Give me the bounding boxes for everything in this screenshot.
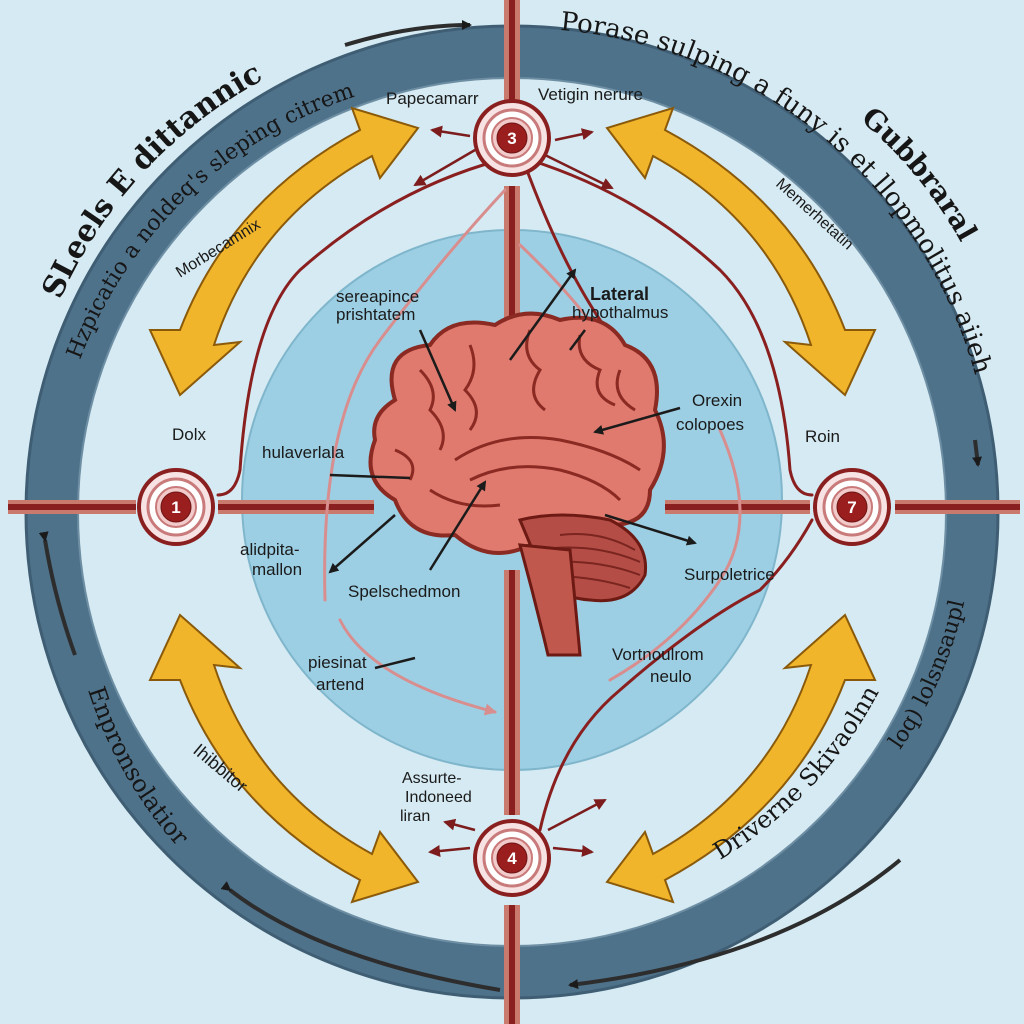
label-piesinat-2: artend (316, 675, 364, 694)
label-hulaverlala: hulaverlala (262, 443, 345, 462)
arrow-icon (605, 106, 877, 397)
node-number: 3 (507, 129, 516, 148)
arrow-icon (148, 613, 420, 904)
label-lateral-1: Lateral (590, 284, 649, 304)
label-orexin-2: colopoes (676, 415, 744, 434)
node-left: 1 (137, 468, 215, 546)
ring-arrow-bottom-right (568, 858, 902, 990)
node-top: 3 (473, 99, 551, 177)
node-arrows (413, 125, 614, 857)
ring-arrow-bottom-left (220, 881, 501, 992)
ring-arrow-left (38, 531, 77, 656)
label-vortnoulrom-2: neulo (650, 667, 692, 686)
label-lateral-2: hypothalmus (572, 303, 668, 322)
ring-arrow-right (972, 439, 983, 467)
node-bottom: 4 (473, 819, 551, 897)
arrow-icon (148, 106, 420, 397)
label-orexin-1: Orexin (692, 391, 742, 410)
label-left-node: Dolx (172, 425, 207, 444)
label-piesinat-1: piesinat (308, 653, 367, 672)
ring-arrow-top (344, 20, 472, 47)
label-alidpita-2: mallon (252, 560, 302, 579)
label-preoptic-1: sereapince (336, 287, 419, 306)
node-number: 4 (507, 849, 517, 868)
node-number: 7 (847, 498, 856, 517)
label-vortnoulrom-1: Vortnoulrom (612, 645, 704, 664)
brain-icon (368, 311, 666, 657)
label-right-node: Roin (805, 427, 840, 446)
label-bottom-node-1: Assurte- (402, 770, 462, 787)
label-bottom-node-2: Indoneed (405, 789, 472, 806)
label-arrows (328, 268, 697, 670)
axis-lines (8, 0, 1020, 1024)
label-preoptic-2: prishtatem (336, 305, 415, 324)
node-number: 1 (171, 498, 180, 517)
node-right: 7 (813, 468, 891, 546)
label-alidpita-1: alidpita- (240, 540, 300, 559)
node-group: 3 1 7 4 (137, 99, 891, 897)
brain-labels: sereapince prishtatem Lateral hypothalmu… (240, 284, 775, 694)
label-surpoletrice: Surpoletrice (684, 565, 775, 584)
arrow-icon (605, 613, 877, 904)
label-bottom-node-3: liran (400, 808, 430, 825)
label-top-right-node: Vetigin nerure (538, 85, 643, 104)
label-top-left-node: Papecamarr (386, 89, 479, 108)
yellow-arrows (148, 106, 877, 904)
label-splesched: Spelschedmon (348, 582, 460, 601)
